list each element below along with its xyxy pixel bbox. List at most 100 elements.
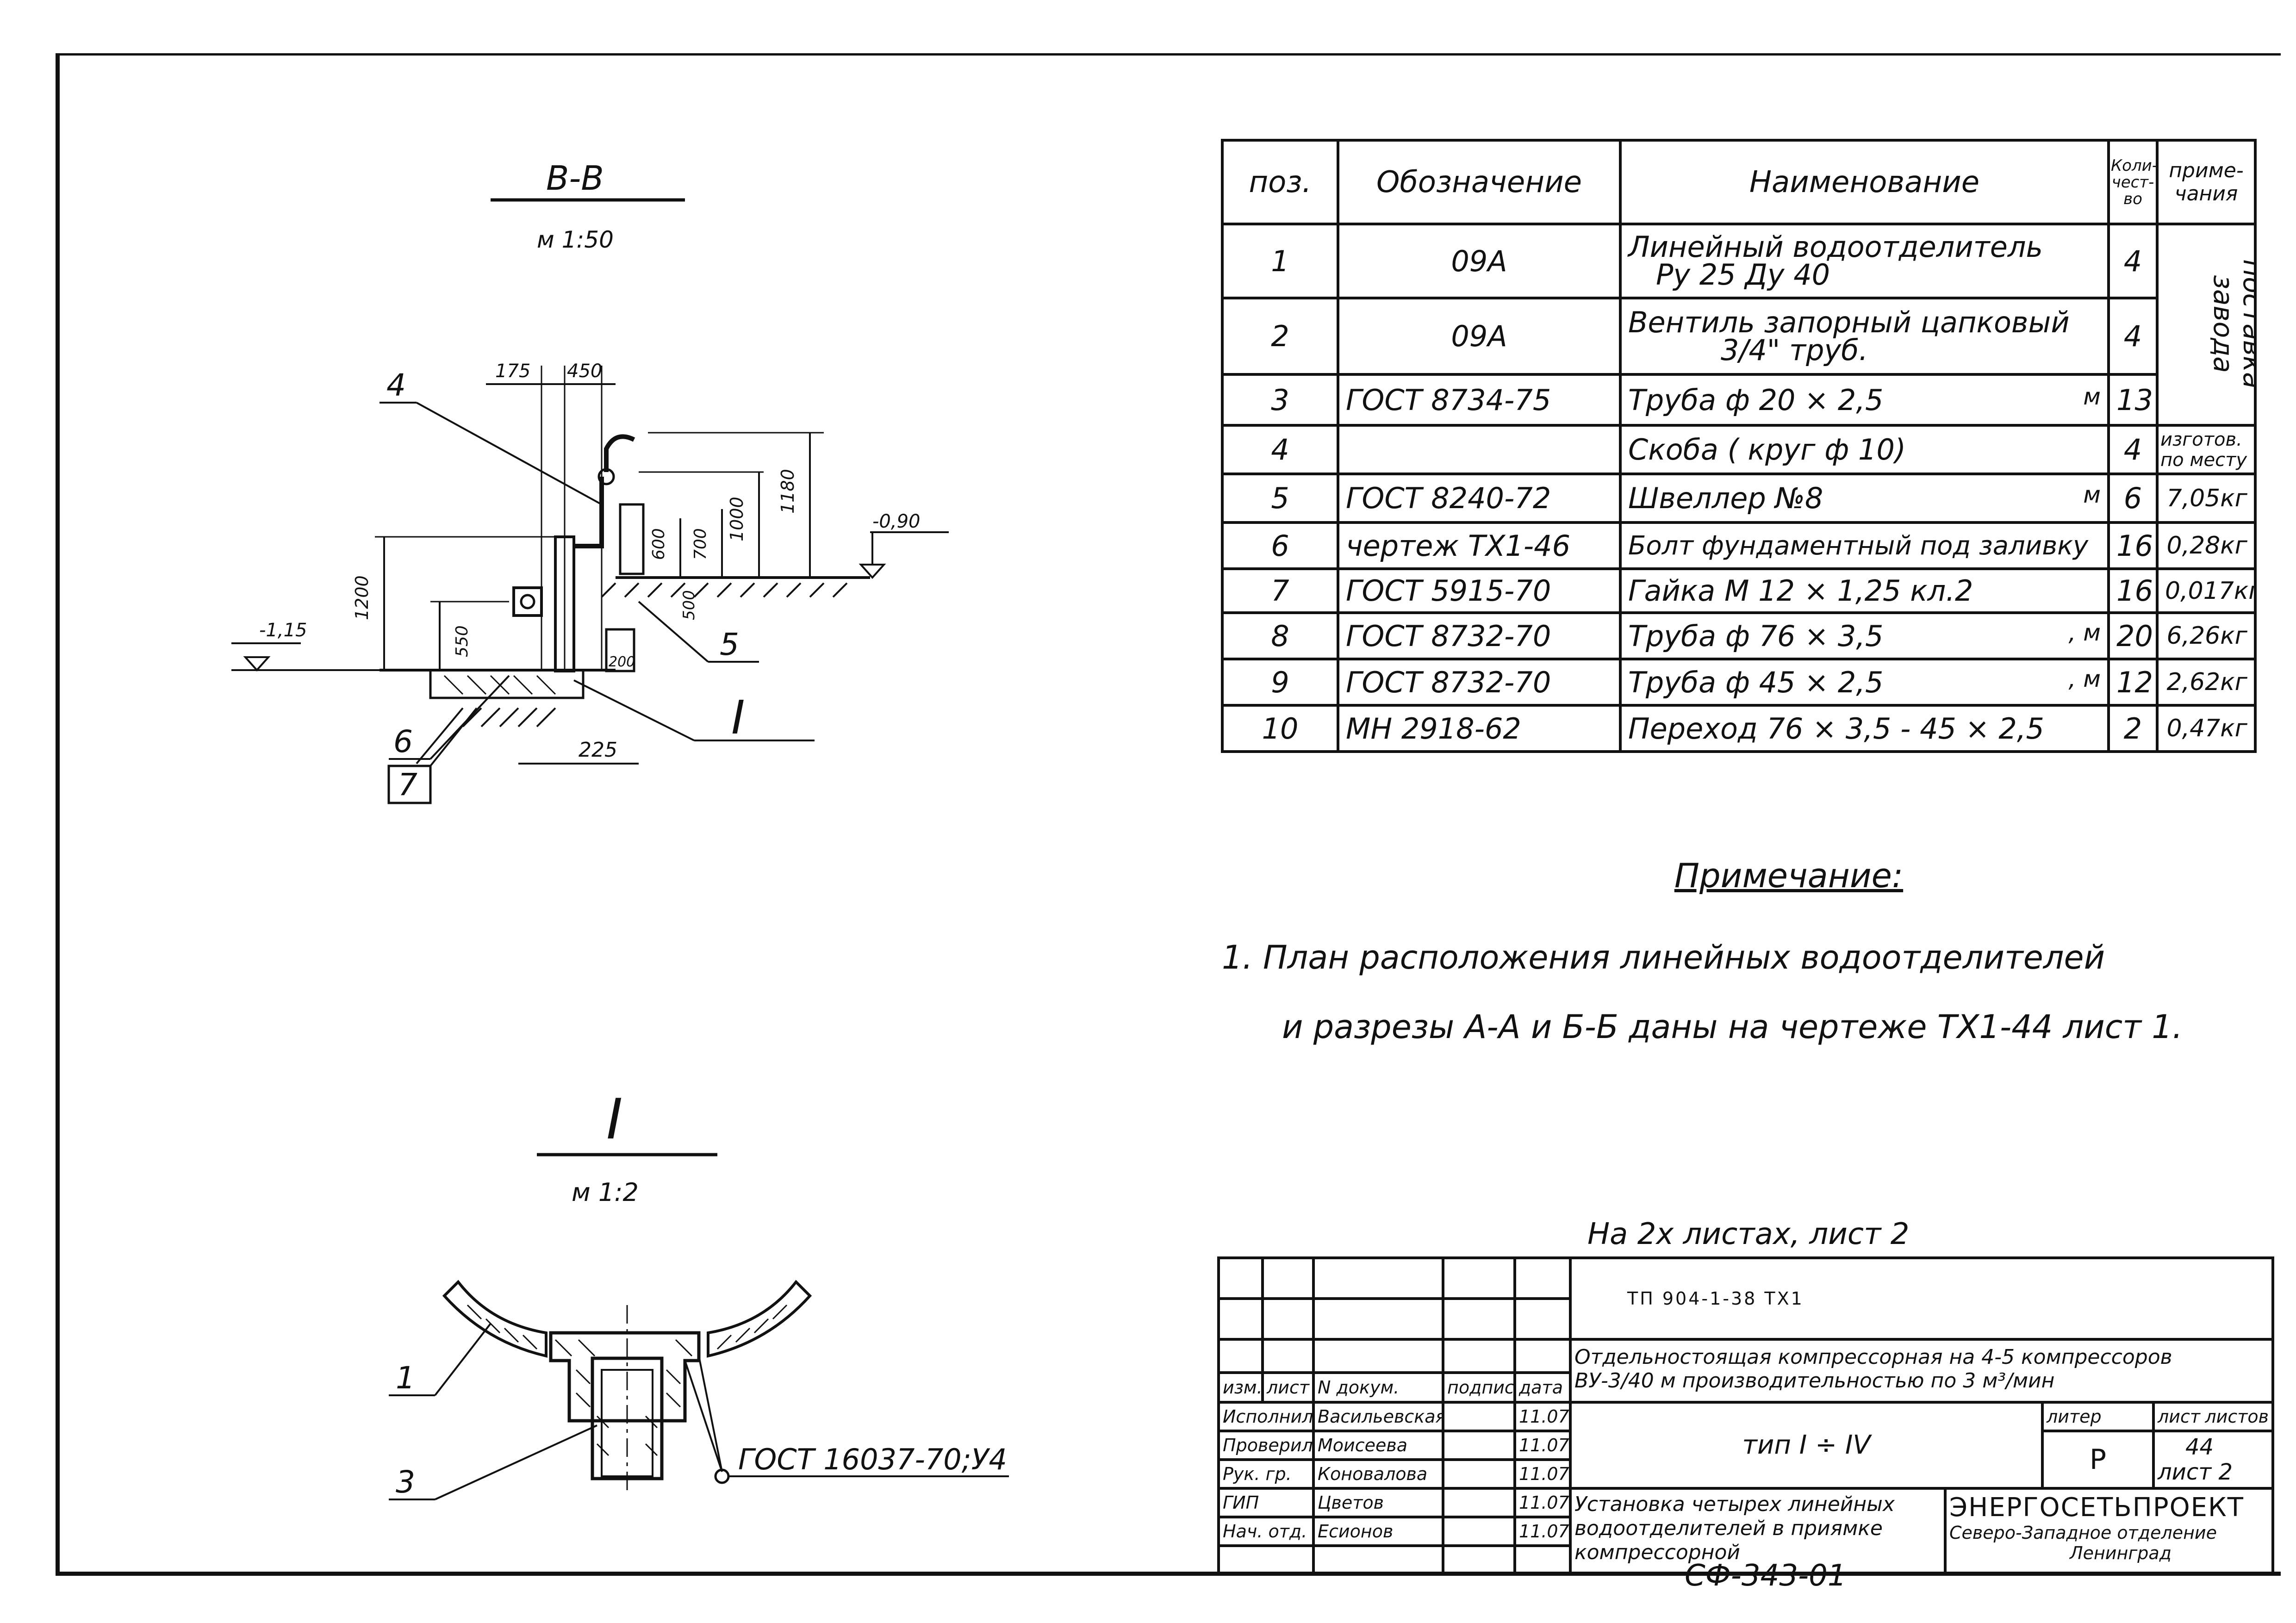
spec-header-pos: поз.: [1221, 139, 1339, 225]
dim-225: 225: [579, 738, 617, 762]
sheets-header-label: листов: [2205, 1406, 2269, 1427]
spec-note: 6,26кг: [2156, 611, 2257, 660]
person-role: Исполнил: [1217, 1400, 1315, 1432]
person-signature: [1442, 1486, 1516, 1518]
detail-I: I м 1:2 ГОСТ 16037-70;У4 1 3: [389, 1088, 1009, 1500]
drawing-title-3: компрессорной: [1574, 1540, 1740, 1564]
spec-name-line1: Линейный водоотделитель: [1628, 230, 2043, 264]
col-header-signature: подпись: [1442, 1371, 1516, 1404]
table-row: 10 МН 2918-62 Переход 76 × 3,5 - 45 × 2,…: [1221, 704, 2257, 753]
spec-header-qty: Коли-чест-во: [2107, 139, 2159, 225]
person-name: Васильевская: [1312, 1400, 1444, 1432]
spec-designation: [1337, 424, 1622, 475]
spec-header-designation: Обозначение: [1337, 139, 1622, 225]
detail-callout-3: 3: [396, 1464, 415, 1500]
stage-header: литер: [2041, 1400, 2155, 1432]
notes-line-2: и разрезы А-А и Б-Б даны на чертеже ТХ1-…: [1282, 1008, 2183, 1046]
specification-table: поз. Обозначение Наименование Коли-чест-…: [1221, 139, 2257, 753]
spec-designation: 09А: [1337, 297, 1622, 376]
spec-name: Болт фундаментный под заливку: [1619, 521, 2110, 570]
person-signature: [1442, 1458, 1516, 1490]
spec-designation: ГОСТ 8732-70: [1337, 611, 1622, 660]
col-header-date: дата: [1513, 1371, 1572, 1404]
spec-pos: 6: [1221, 521, 1339, 570]
spec-designation: ГОСТ 8734-75: [1337, 373, 1622, 427]
drawing-frame: [56, 53, 2281, 1576]
spec-name: Переход 76 × 3,5 - 45 × 2,5: [1619, 704, 2110, 753]
spec-merged-note-text: Комплектная поставка завода: [2208, 259, 2255, 389]
org-city: Ленинград: [2070, 1542, 2172, 1563]
spec-qty: 4: [2107, 223, 2159, 299]
dim-500: 500: [680, 590, 698, 620]
spec-designation: ГОСТ 8240-72: [1337, 473, 1622, 524]
section-bb: В-В м 1:50 175 450 1180 1000 700: [231, 159, 949, 804]
person-role: Проверил: [1217, 1429, 1315, 1461]
spec-merged-note: Комплектная поставка завода: [2156, 223, 2257, 427]
sheet-number: 44: [2185, 1434, 2214, 1460]
person-date: 11.07.77: [1513, 1486, 1572, 1518]
spec-unit: м: [2083, 383, 2101, 410]
detail-callout-1: 1: [396, 1360, 415, 1396]
section-bb-title: В-В: [546, 159, 604, 198]
spec-unit: м: [2083, 481, 2101, 508]
callout-5: 5: [720, 627, 739, 662]
spec-header-note: приме-чания: [2156, 139, 2257, 225]
spec-name-line1: Вентиль запорный цапковый: [1628, 305, 2070, 339]
doc-code: ТП 904-1-38 ТХ1: [1568, 1256, 2275, 1341]
org-name: ЭНЕРГОСЕТЬПРОЕКТ: [1949, 1492, 2245, 1523]
spec-qty: 4: [2107, 424, 2159, 475]
drawing-title-2: водоотделителей в приямке: [1574, 1516, 1883, 1540]
sheets-count: На 2х листах, лист 2: [1587, 1217, 1910, 1251]
person-name: Цветов: [1312, 1486, 1444, 1518]
spec-name-text: Труба ф 76 × 3,5: [1628, 619, 1884, 653]
level-left: -1,15: [259, 620, 307, 641]
spec-header-row: поз. Обозначение Наименование Коли-чест-…: [1221, 139, 2257, 225]
person-date: 11.07.77: [1513, 1458, 1572, 1490]
spec-note: 2,62кг: [2156, 658, 2257, 707]
spec-qty: 2: [2107, 704, 2159, 753]
callout-4: 4: [386, 367, 406, 403]
table-row: 7 ГОСТ 5915-70 Гайка М 12 × 1,25 кл.2 16…: [1221, 567, 2257, 614]
copy-code: СФ-343-01: [1685, 1559, 1847, 1593]
object-line-2: ВУ-3/40 м производительностью по 3 м³/ми…: [1574, 1368, 2055, 1393]
spec-pos: 5: [1221, 473, 1339, 524]
notes-block: Примечание: 1. План расположения линейны…: [1222, 856, 2263, 1062]
col-header-doc: N докум.: [1312, 1371, 1444, 1404]
person-signature: [1442, 1400, 1516, 1432]
col-header-sheet: лист: [1261, 1371, 1315, 1404]
spec-name: Труба ф 45 × 2,5, м: [1619, 658, 2110, 707]
spec-designation: МН 2918-62: [1337, 704, 1622, 753]
object-line-1: Отдельностоящая компрессорная на 4-5 ком…: [1574, 1345, 2172, 1369]
spec-pos: 4: [1221, 424, 1339, 475]
spec-name-line2: Ру 25 Ду 40: [1656, 258, 1830, 292]
notes-text: 1. План расположения линейных водоотдели…: [1222, 923, 2263, 1062]
person-signature: [1442, 1429, 1516, 1461]
person-name: Коновалова: [1312, 1458, 1444, 1490]
spec-unit: , м: [2068, 665, 2101, 692]
drawing-title-1: Установка четырех линейных: [1574, 1492, 1895, 1516]
col-header-change: изм.: [1217, 1371, 1264, 1404]
callout-I: I: [731, 690, 745, 745]
callout-7: 7: [398, 767, 417, 802]
person-name: Моисеева: [1312, 1429, 1444, 1461]
spec-header-name: Наименование: [1619, 139, 2110, 225]
spec-note: 0,28кг: [2156, 521, 2257, 570]
spec-pos: 2: [1221, 297, 1339, 376]
spec-pos: 1: [1221, 223, 1339, 299]
spec-name: Труба ф 76 × 3,5, м: [1619, 611, 2110, 660]
notes-line-1: 1. План расположения линейных водоотдели…: [1222, 939, 2105, 976]
callout-6: 6: [393, 724, 413, 759]
dim-1000: 1000: [727, 497, 747, 541]
org-branch: Северо-Западное отделение: [1949, 1522, 2217, 1543]
person-role: ГИП: [1217, 1486, 1315, 1518]
spec-note: 0,017кг: [2156, 567, 2257, 614]
spec-name: Скоба ( круг ф 10): [1619, 424, 2110, 475]
drawing-title: Установка четырех линейных водоотделител…: [1569, 1486, 1947, 1576]
title-block: ТП 904-1-38 ТХ1 Отдельностоящая компресс…: [1217, 1256, 2275, 1576]
